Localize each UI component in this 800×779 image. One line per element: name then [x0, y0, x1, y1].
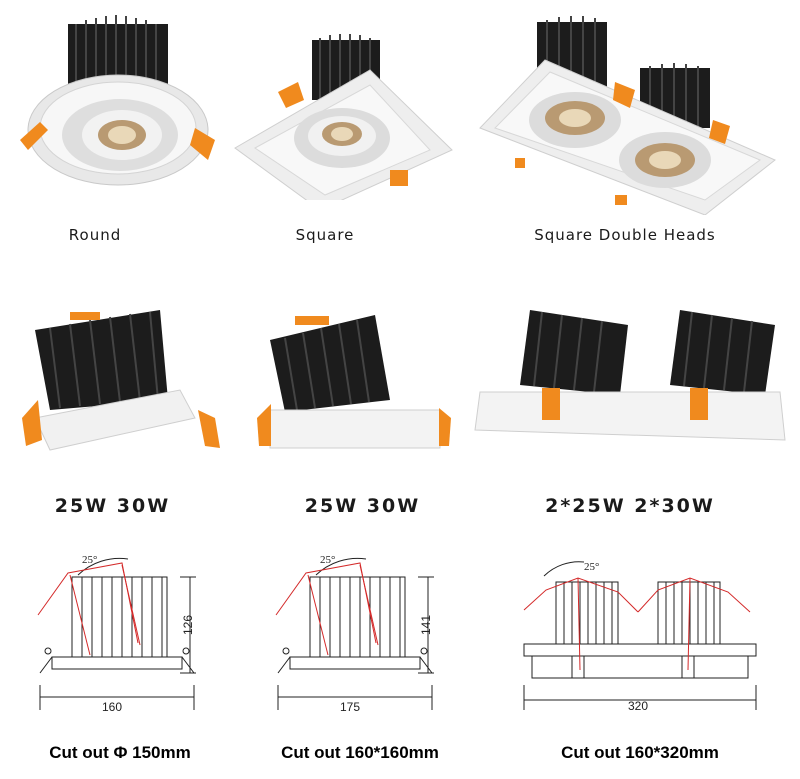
- type-label-square-double: Square Double Heads: [534, 226, 716, 244]
- heatsink: [520, 310, 775, 395]
- height-dimension: 141: [419, 615, 433, 635]
- wattage-label-square: 25W 30W: [304, 495, 421, 517]
- type-label-round: Round: [68, 226, 122, 244]
- width-dimension: 175: [340, 700, 360, 714]
- spring-clip: [278, 82, 408, 186]
- side-square-photo: [255, 300, 455, 460]
- spring-clip: [20, 122, 215, 160]
- spring-clip: [257, 404, 451, 446]
- type-label-square: Square: [295, 226, 355, 244]
- width-dimension: 160: [102, 700, 122, 714]
- side-round-photo: [10, 300, 225, 460]
- spring-clip: [22, 400, 220, 448]
- width-dimension: 320: [628, 699, 648, 713]
- cutout-label-square: Cut out 160*160mm: [281, 743, 439, 762]
- angle-label: 25°: [584, 561, 599, 573]
- product-round-photo: [10, 10, 225, 200]
- drawing-square-double: 25° 320: [518, 550, 763, 720]
- cutout-label-square-double: Cut out 160*320mm: [561, 743, 719, 762]
- heatsink: [35, 310, 168, 410]
- angle-label: 25°: [82, 554, 97, 566]
- cutout-label-round: Cut out Φ 150mm: [49, 743, 191, 762]
- product-square-double-photo: [475, 10, 785, 215]
- spring-clip: [515, 82, 730, 205]
- height-dimension: 126: [181, 615, 195, 635]
- angle-label: 25°: [320, 554, 335, 566]
- side-square-double-photo: [470, 300, 790, 450]
- wattage-label-square-double: 2*25W 2*30W: [545, 495, 715, 517]
- product-square-photo: [230, 30, 455, 200]
- heatsink: [270, 315, 390, 412]
- drawing-round: 25° 126 160: [30, 545, 215, 720]
- drawing-square: 25° 141 175: [268, 545, 453, 720]
- spring-clip: [542, 388, 708, 420]
- wattage-label-round: 25W 30W: [54, 495, 171, 517]
